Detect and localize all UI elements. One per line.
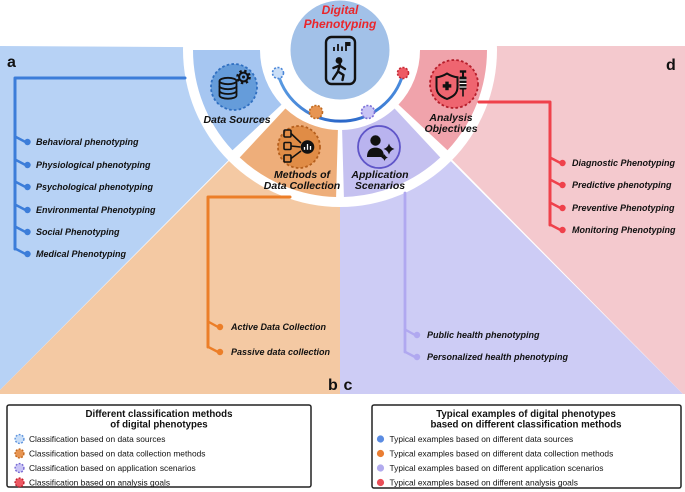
bracket-analysis <box>477 100 566 234</box>
item-social: Social Phenotyping <box>36 227 120 237</box>
legend-right-title-line1: Typical examples of digital phenotypes <box>436 409 616 420</box>
item-behavioral: Behavioral phenotyping <box>36 137 139 147</box>
legend-left-item-1: Classification based on data sources <box>29 434 165 444</box>
panel-letter-a: a <box>7 54 16 71</box>
sector-label-data-sources: Data Sources <box>203 114 270 126</box>
sector-label-analysis-line2: Objectives <box>424 123 477 135</box>
legend-right-item-2: Typical examples based on different data… <box>390 448 614 458</box>
legend-classification-methods: Different classification methods of digi… <box>6 404 312 488</box>
panel-letter-d: d <box>666 57 676 74</box>
legend-left-title-line2: of digital phenotypes <box>110 420 207 431</box>
legend-typical-examples: Typical examples of digital phenotypes b… <box>371 404 682 489</box>
sector-label-application-line1: Application <box>350 169 408 181</box>
flowchart-chart-icon <box>277 125 321 169</box>
panel-letter-c: c <box>344 377 353 394</box>
item-personalized-health: Personalized health phenotyping <box>427 352 569 362</box>
bracket-application <box>403 191 421 361</box>
legend-left-title-line1: Different classification methods <box>86 409 233 420</box>
item-psychological: Psychological phenotyping <box>36 182 154 192</box>
item-diagnostic: Diagnostic Phenotyping <box>572 158 676 168</box>
item-preventive: Preventive Phenotyping <box>572 203 675 213</box>
classification-dot-analysis-icon <box>14 477 25 488</box>
legend-right-title-line2: based on different classification method… <box>430 420 621 431</box>
bracket-data-sources <box>13 76 187 258</box>
sector-label-application-line2: Scenarios <box>355 180 405 192</box>
figure-title-line1: Digital <box>322 3 359 17</box>
example-dot-collection-icon <box>376 449 385 458</box>
smartphone-walker-icon <box>324 35 357 86</box>
database-gear-icon <box>210 63 258 111</box>
item-physiological: Physiological phenotyping <box>36 160 151 170</box>
item-monitoring: Monitoring Phenotyping <box>572 225 676 235</box>
sector-label-methods-line2: Data Collection <box>264 180 340 192</box>
bracket-methods <box>206 195 292 356</box>
example-dot-data-sources-icon <box>376 435 385 443</box>
legend-right-item-4: Typical examples based on different anal… <box>390 477 578 487</box>
example-dot-analysis-icon <box>376 478 385 487</box>
classification-dot-data-sources-icon <box>14 433 25 445</box>
arc-dot-data-sources-icon <box>271 66 285 80</box>
classification-dot-application-icon <box>14 462 25 474</box>
center-circle <box>290 0 390 100</box>
item-active-collection: Active Data Collection <box>230 322 327 332</box>
sector-label-methods-line1: Methods of <box>274 169 331 181</box>
panel-letter-b: b <box>328 377 338 394</box>
legend-left-item-4: Classification based on analysis goals <box>29 477 170 487</box>
shield-syringe-icon <box>429 59 479 109</box>
item-public-health: Public health phenotyping <box>427 330 540 340</box>
legend-right-item-3: Typical examples based on different appl… <box>390 463 604 473</box>
legend-left-item-3: Classification based on application scen… <box>29 463 196 473</box>
legend-right-item-1: Typical examples based on different data… <box>390 434 574 444</box>
sector-label-analysis-line1: Analysis <box>428 112 472 124</box>
arc-dot-analysis-icon <box>396 66 410 80</box>
arc-dot-methods-icon <box>308 104 324 120</box>
item-medical: Medical Phenotyping <box>36 249 127 259</box>
figure-title-line2: Phenotyping <box>304 17 377 31</box>
item-passive-collection: Passive data collection <box>231 347 331 357</box>
arc-dot-application-icon <box>360 104 376 120</box>
user-sparkles-icon <box>357 125 401 169</box>
item-predictive: Predictive phenotyping <box>572 180 672 190</box>
connector-arc <box>276 72 405 123</box>
example-dot-application-icon <box>376 464 385 472</box>
classification-dot-collection-icon <box>14 448 25 459</box>
legend-left-item-2: Classification based on data collection … <box>29 448 205 458</box>
item-environmental: Environmental Phenotyping <box>36 205 156 215</box>
